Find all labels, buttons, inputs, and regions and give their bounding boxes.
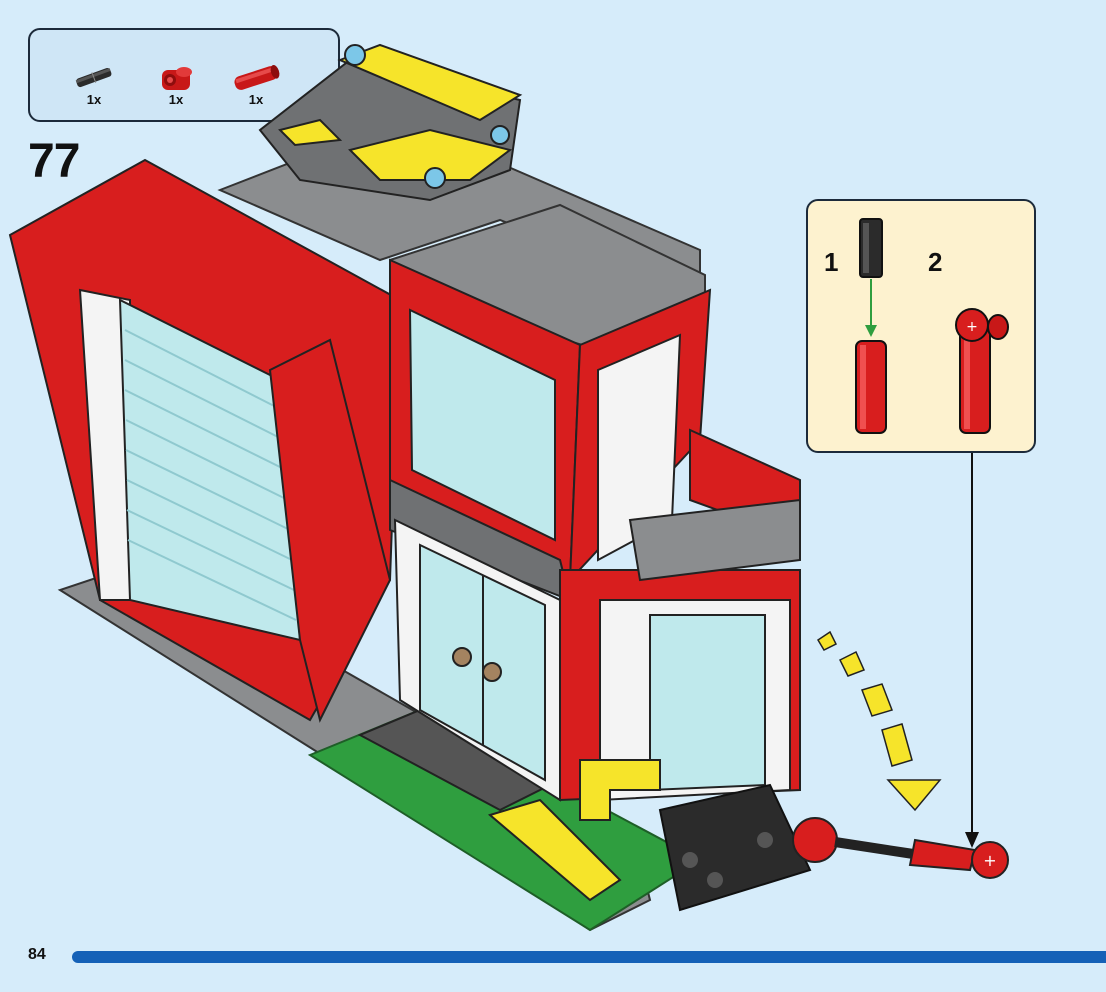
- page-footer-bar: [72, 951, 1106, 963]
- page-number: 84: [28, 946, 46, 964]
- svg-text:+: +: [983, 851, 996, 870]
- part-qty: 1x: [226, 92, 286, 107]
- step-number: 77: [28, 134, 79, 189]
- parts-list-panel: 1x 1x 1x: [28, 28, 340, 122]
- sub-assembly-callout: 1 2 +: [806, 199, 1036, 453]
- part-qty: 1x: [146, 92, 206, 107]
- pin-connector-part: 1x: [146, 58, 206, 118]
- svg-text:+: +: [966, 319, 978, 335]
- axle-pin-part: 1x: [64, 58, 124, 118]
- callout-illustration: +: [808, 201, 1038, 455]
- part-qty: 1x: [64, 92, 124, 107]
- axle-connector-part: 1x: [226, 58, 286, 118]
